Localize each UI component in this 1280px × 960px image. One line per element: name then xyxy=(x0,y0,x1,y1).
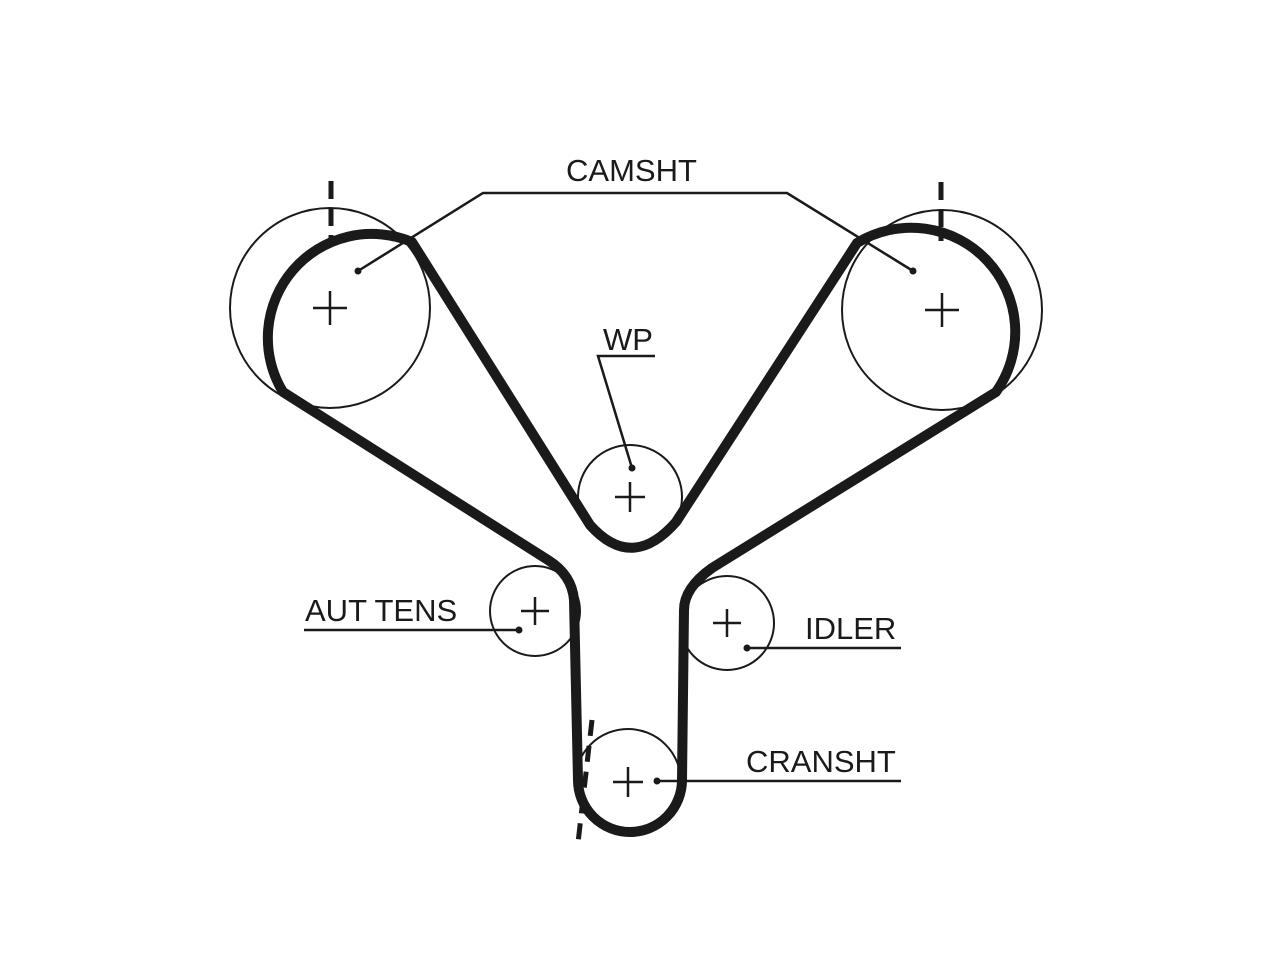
auto-tensioner-label: AUT TENS xyxy=(305,593,457,628)
auto-tensioner-pulley xyxy=(489,565,581,657)
camshaft-leader xyxy=(357,191,914,273)
water-pump-label: WP xyxy=(603,322,653,357)
timing-belt xyxy=(262,222,1021,837)
leader-dots xyxy=(354,267,917,785)
cross-icon xyxy=(713,609,741,637)
pulley-center-marks xyxy=(313,291,959,797)
pulleys xyxy=(229,207,1043,836)
timing-mark-crank xyxy=(575,719,595,844)
cross-icon xyxy=(613,767,643,797)
timing-marks xyxy=(328,181,944,844)
water-pump-leader xyxy=(596,354,655,469)
idler-label: IDLER xyxy=(805,611,896,646)
cross-icon xyxy=(615,482,645,512)
leader-lines xyxy=(304,191,914,783)
cross-icon xyxy=(925,293,959,327)
cross-icon xyxy=(313,291,347,325)
camshaft-label: CAMSHT xyxy=(566,153,697,188)
crankshaft-label: CRANSHT xyxy=(746,744,896,779)
cross-icon xyxy=(521,597,549,625)
